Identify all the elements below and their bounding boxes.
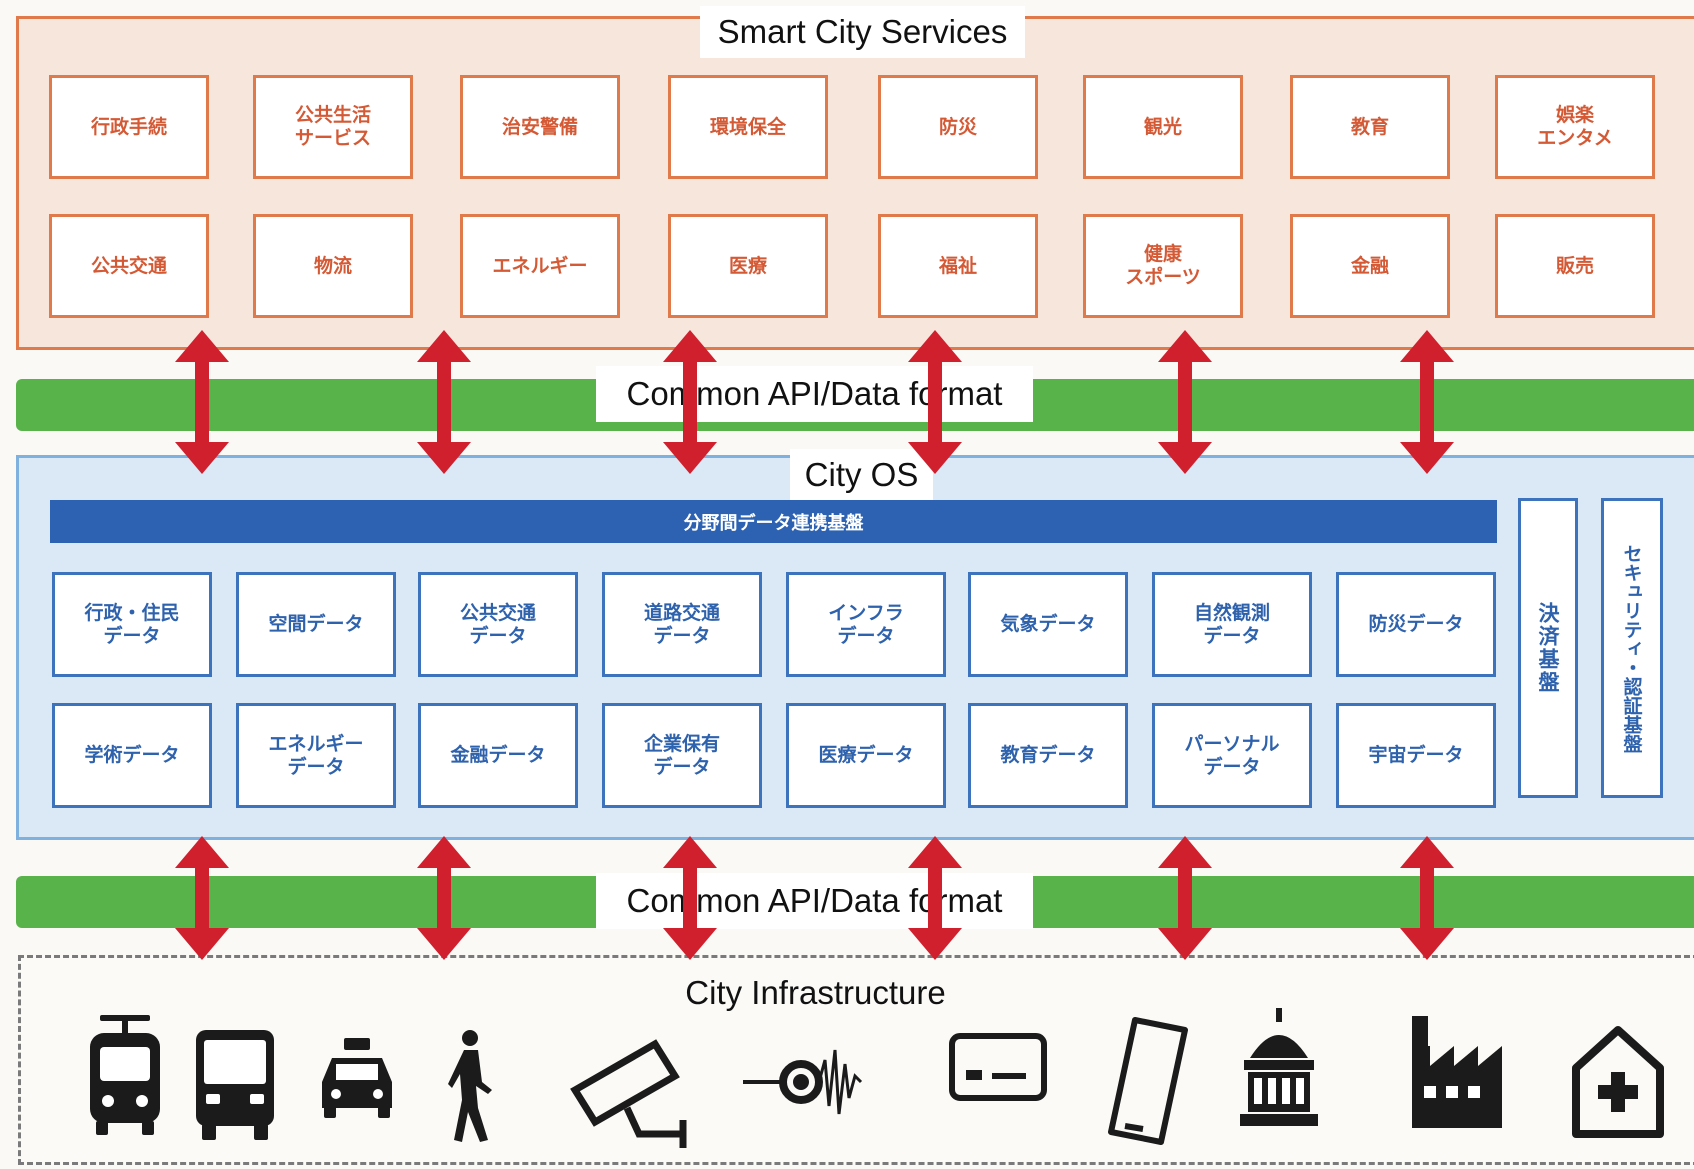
hospital-icon	[1572, 1026, 1664, 1138]
service-box-r2-8: 販売	[1495, 214, 1655, 318]
arrow-upper-1	[175, 330, 229, 474]
service-box-r2-4: 医療	[668, 214, 828, 318]
taxi-icon	[322, 1038, 392, 1118]
os-data-box-r2-4: 企業保有 データ	[602, 703, 762, 808]
services-title: Smart City Services	[700, 6, 1025, 58]
security-camera-icon	[570, 1039, 687, 1148]
service-box-r1-7: 教育	[1290, 75, 1450, 179]
service-box-r1-2: 公共生活 サービス	[253, 75, 413, 179]
os-data-box-r1-7: 自然観測 データ	[1152, 572, 1312, 677]
city-infrastructure-panel	[18, 955, 1694, 1165]
service-box-r1-5: 防災	[878, 75, 1038, 179]
os-data-box-r2-8: 宇宙データ	[1336, 703, 1496, 808]
payment-platform-box: 決済基盤	[1518, 498, 1578, 798]
service-box-r1-3: 治安警備	[460, 75, 620, 179]
government-building-icon	[1240, 1008, 1318, 1126]
os-data-box-r1-6: 気象データ	[968, 572, 1128, 677]
service-box-r2-1: 公共交通	[49, 214, 209, 318]
arrow-upper-3	[663, 330, 717, 474]
arrow-lower-1	[175, 836, 229, 960]
os-data-box-r1-3: 公共交通 データ	[418, 572, 578, 677]
security-auth-box: セキュリティ・認証基盤	[1601, 498, 1663, 798]
service-box-r2-7: 金融	[1290, 214, 1450, 318]
os-data-box-r1-8: 防災データ	[1336, 572, 1496, 677]
arrow-lower-5	[1158, 836, 1212, 960]
city-os-title: City OS	[790, 449, 933, 501]
os-data-box-r2-2: エネルギー データ	[236, 703, 396, 808]
tram-icon	[90, 1015, 160, 1135]
arrow-lower-6	[1400, 836, 1454, 960]
factory-icon	[1412, 1016, 1502, 1128]
arrow-upper-5	[1158, 330, 1212, 474]
smartphone-icon	[1108, 1017, 1188, 1145]
service-box-r1-6: 観光	[1083, 75, 1243, 179]
bus-icon	[196, 1030, 274, 1140]
os-data-box-r1-5: インフラ データ	[786, 572, 946, 677]
arrow-lower-2	[417, 836, 471, 960]
sensor-icon	[743, 1049, 863, 1115]
os-data-box-r2-6: 教育データ	[968, 703, 1128, 808]
pedestrian-icon	[448, 1030, 492, 1142]
arrow-upper-6	[1400, 330, 1454, 474]
card-icon	[949, 1033, 1047, 1101]
os-data-box-r2-5: 医療データ	[786, 703, 946, 808]
service-box-r1-1: 行政手続	[49, 75, 209, 179]
arrow-lower-3	[663, 836, 717, 960]
service-box-r2-2: 物流	[253, 214, 413, 318]
service-box-r2-3: エネルギー	[460, 214, 620, 318]
arrow-lower-4	[908, 836, 962, 960]
os-data-box-r2-7: パーソナル データ	[1152, 703, 1312, 808]
service-box-r1-8: 娯楽 エンタメ	[1495, 75, 1655, 179]
arrow-upper-2	[417, 330, 471, 474]
os-data-box-r2-3: 金融データ	[418, 703, 578, 808]
arrow-upper-4	[908, 330, 962, 474]
os-data-box-r1-4: 道路交通 データ	[602, 572, 762, 677]
os-data-box-r2-1: 学術データ	[52, 703, 212, 808]
os-data-box-r1-2: 空間データ	[236, 572, 396, 677]
infrastructure-title: City Infrastructure	[685, 974, 946, 1011]
data-hub-bar: 分野間データ連携基盤	[50, 500, 1497, 543]
os-data-box-r1-1: 行政・住民 データ	[52, 572, 212, 677]
service-box-r2-5: 福祉	[878, 214, 1038, 318]
service-box-r2-6: 健康 スポーツ	[1083, 214, 1243, 318]
service-box-r1-4: 環境保全	[668, 75, 828, 179]
